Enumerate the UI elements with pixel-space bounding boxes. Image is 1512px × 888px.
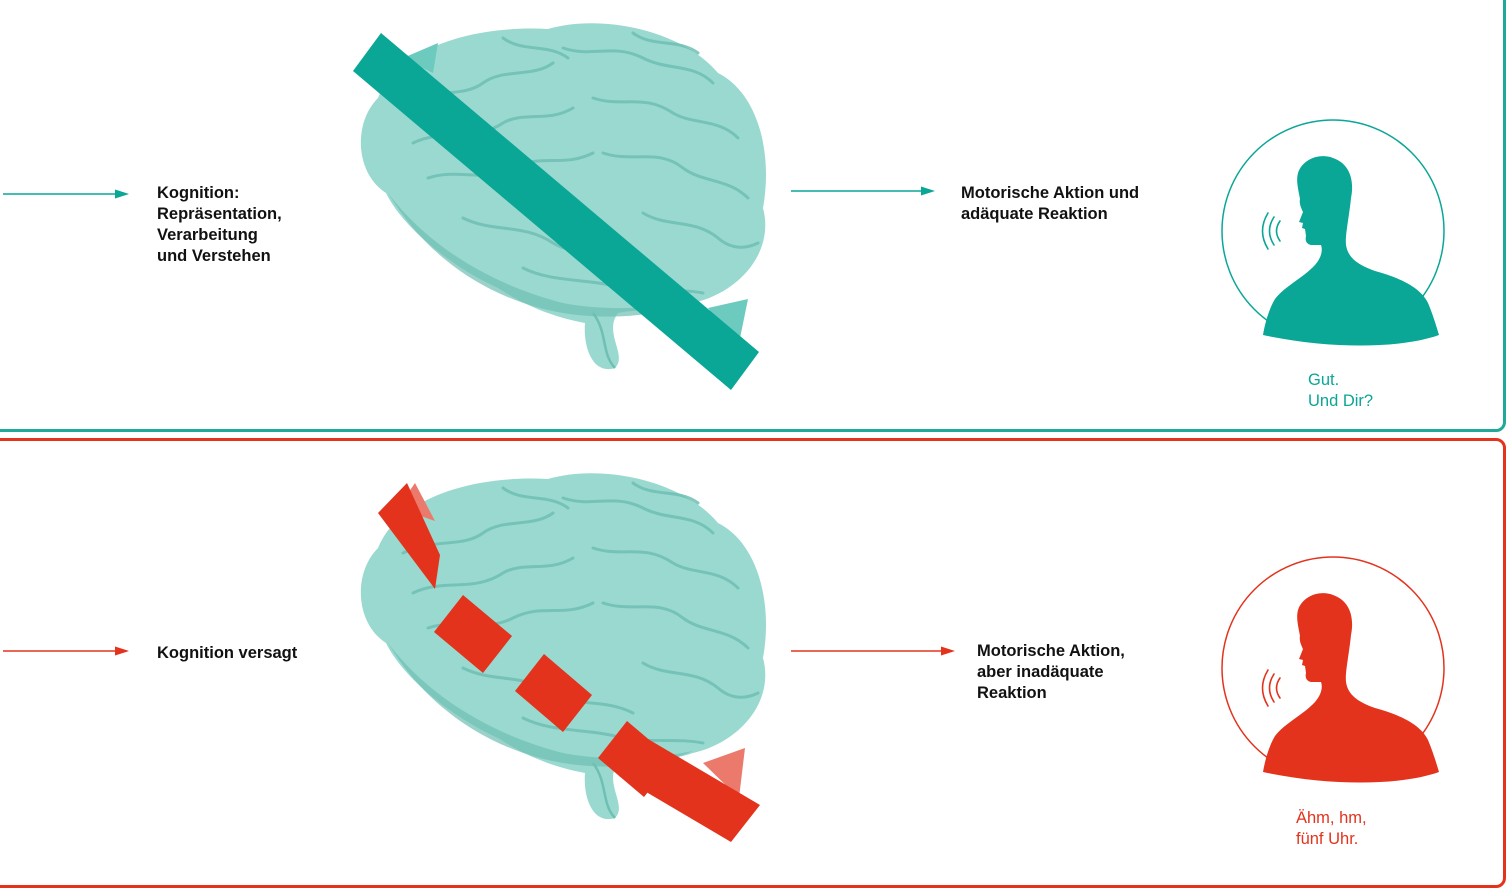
success-panel: Kognition: Repräsentation, Verarbeitung … (0, 0, 1506, 432)
speaking-person-icon (1222, 557, 1444, 783)
output-arrow-icon (791, 647, 955, 656)
failure-panel: Kognition versagt Motorische Aktion, abe… (0, 438, 1506, 888)
failure-scene: Kognition versagt Motorische Aktion, abe… (3, 438, 1506, 876)
input-arrow-icon (3, 647, 129, 656)
speech-text: Gut. Und Dir? (1308, 370, 1428, 412)
speech-text: Ähm, hm, fünf Uhr. (1296, 808, 1436, 850)
action-label: Motorische Aktion, aber inadäquate Reakt… (977, 641, 1217, 704)
action-label: Motorische Aktion und adäquate Reaktion (961, 183, 1221, 225)
cognition-label: Kognition versagt (157, 643, 357, 664)
success-scene: Kognition: Repräsentation, Verarbeitung … (3, 3, 1506, 432)
speaking-person-icon (1222, 120, 1444, 346)
input-arrow-icon (3, 190, 129, 199)
output-arrow-icon (791, 187, 935, 196)
cognition-label: Kognition: Repräsentation, Verarbeitung … (157, 183, 357, 267)
